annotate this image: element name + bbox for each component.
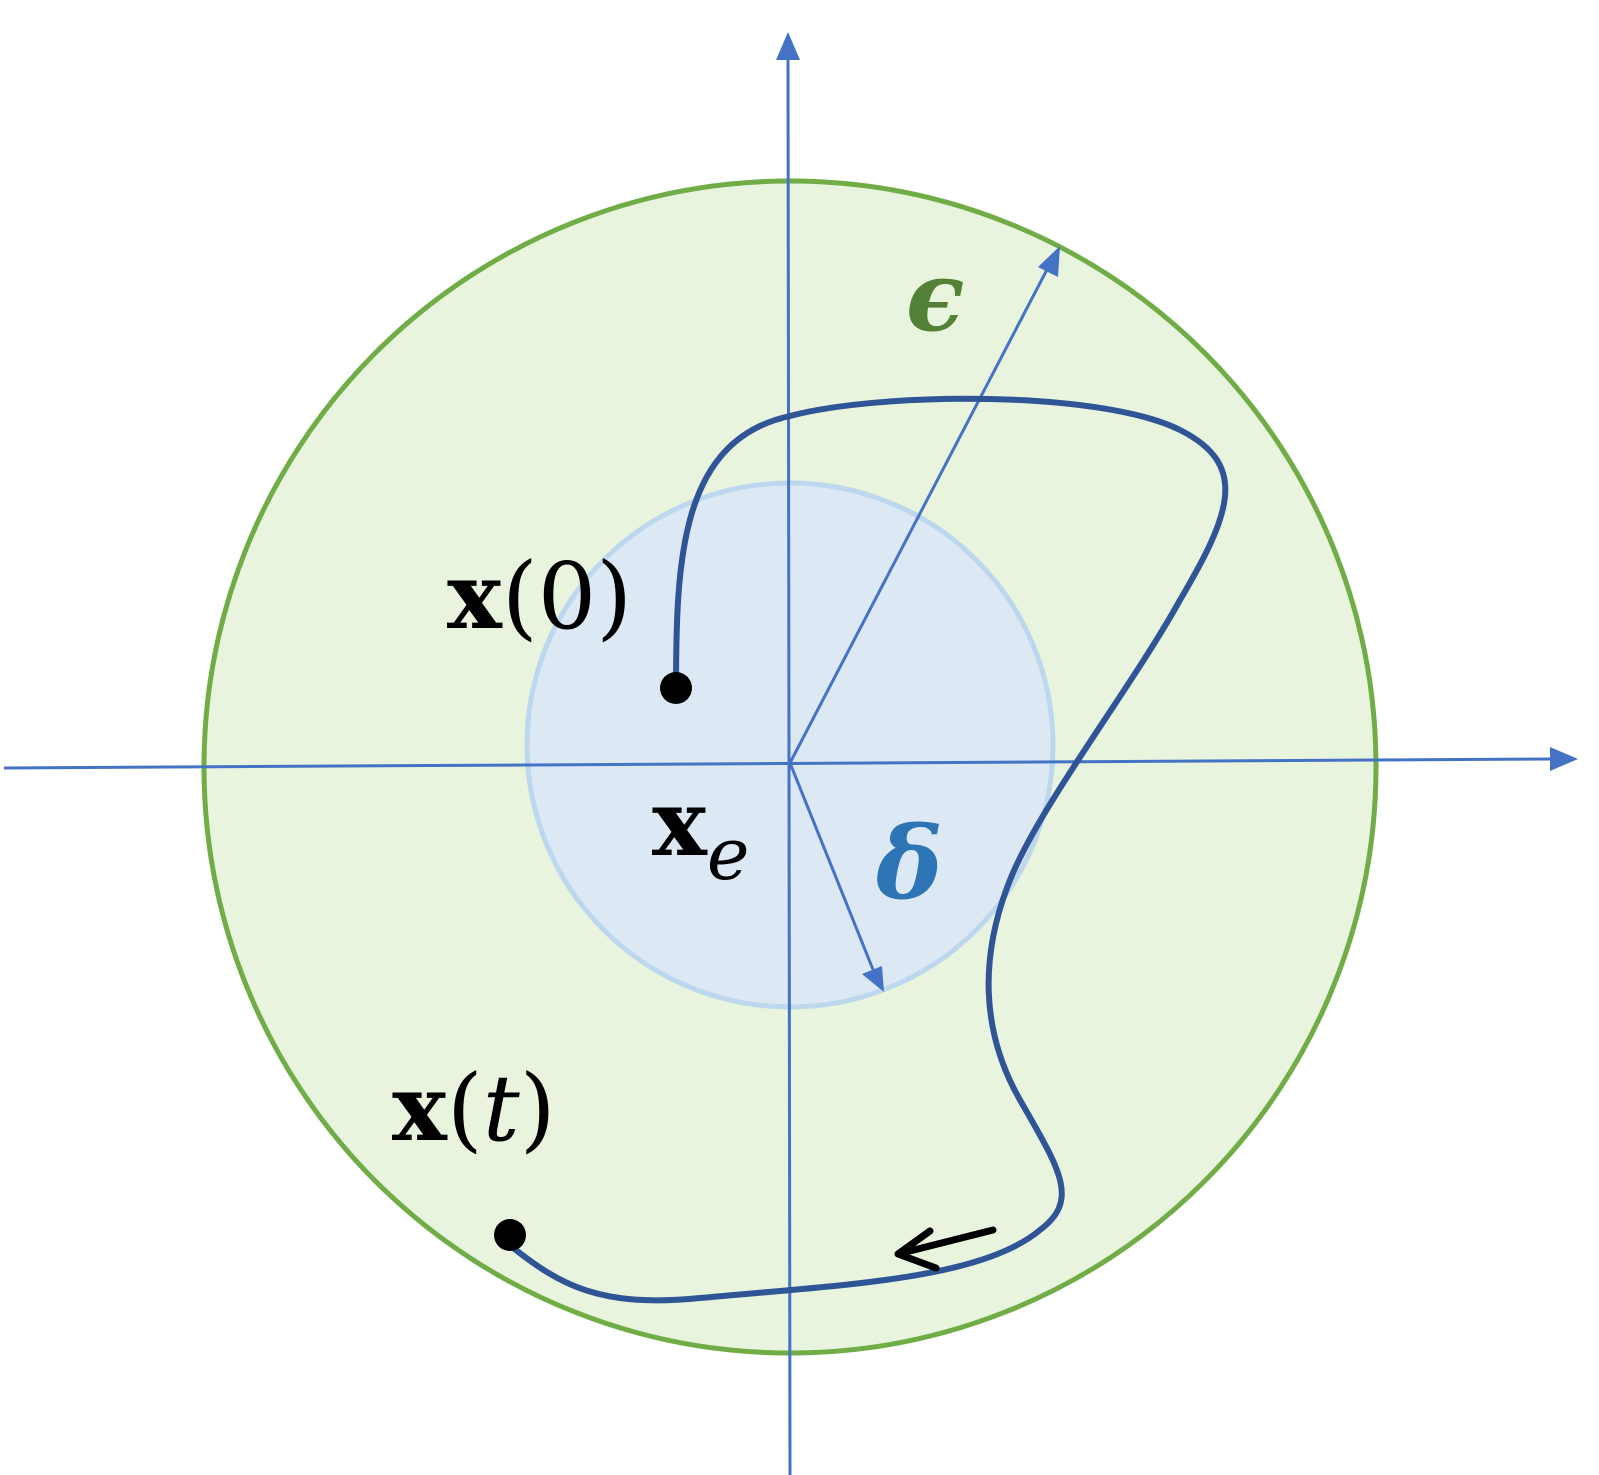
initial-state-point bbox=[660, 672, 692, 704]
equilibrium-subscript: e bbox=[707, 812, 750, 896]
delta-arrowhead bbox=[862, 966, 884, 992]
state-at-t-open-paren: ( bbox=[447, 1055, 483, 1162]
state-at-t-label: x(t) bbox=[392, 1054, 556, 1162]
delta-radius-arrow bbox=[788, 762, 880, 983]
initial-state-symbol: x bbox=[447, 542, 503, 650]
state-at-t-variable: t bbox=[483, 1055, 521, 1162]
epsilon-arrowhead bbox=[1038, 246, 1060, 277]
state-at-t-point bbox=[494, 1219, 526, 1251]
trajectory-curve bbox=[509, 395, 1229, 1304]
initial-state-arg: (0) bbox=[502, 543, 632, 650]
state-at-t-symbol: x bbox=[392, 1054, 448, 1162]
y-axis bbox=[786, 57, 792, 1475]
trajectory-direction-arrow bbox=[894, 1226, 997, 1272]
y-axis-arrowhead bbox=[776, 32, 800, 60]
state-at-t-close-paren: ) bbox=[520, 1055, 556, 1162]
equilibrium-symbol: x bbox=[652, 769, 708, 877]
equilibrium-label: xe bbox=[652, 769, 749, 896]
x-axis-arrowhead bbox=[1550, 747, 1578, 771]
epsilon-radius-arrow bbox=[788, 259, 1054, 764]
initial-state-label: x(0) bbox=[447, 542, 632, 650]
delta-label: δ bbox=[875, 804, 943, 922]
epsilon-label: ϵ bbox=[906, 240, 964, 353]
x-axis bbox=[3, 757, 1554, 770]
